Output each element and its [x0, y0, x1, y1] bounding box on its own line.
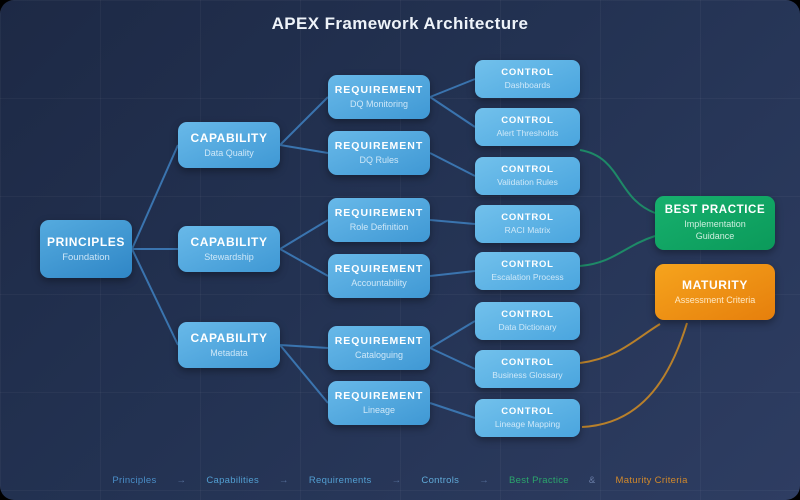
legend-item-requirements: Requirements [308, 475, 372, 486]
control-sublabel: Dashboards [504, 80, 551, 91]
edge-principles-data-quality [131, 144, 179, 250]
requirement-label: REQUIREMENT [334, 206, 424, 219]
legend-item-maturity-criteria: Maturity Criteria [615, 475, 688, 486]
edge-stewardship-accountability [279, 248, 329, 277]
node-control-data-dictionary[interactable]: CONTROL Data Dictionary [475, 302, 580, 340]
node-requirement-role-definition[interactable]: REQUIREMENT Role Definition [328, 198, 430, 242]
node-requirement-accountability[interactable]: REQUIREMENT Accountability [328, 254, 430, 298]
node-requirement-cataloguing[interactable]: REQUIREMENT Cataloguing [328, 326, 430, 370]
node-principles[interactable]: PRINCIPLES Foundation [40, 220, 132, 278]
legend-arrow-icon: → [279, 475, 289, 486]
capability-label: CAPABILITY [190, 330, 268, 345]
requirement-label: REQUIREMENT [334, 83, 424, 96]
capability-sublabel: Stewardship [204, 251, 254, 262]
node-control-dashboards[interactable]: CONTROL Dashboards [475, 60, 580, 98]
control-sublabel: Validation Rules [497, 177, 558, 188]
node-principles-sublabel: Foundation [62, 251, 110, 263]
control-label: CONTROL [501, 309, 554, 321]
node-control-validation-rules[interactable]: CONTROL Validation Rules [475, 157, 580, 195]
legend-item-principles: Principles [112, 475, 157, 486]
edge-lineage-mapping-maturity [581, 322, 688, 428]
edge-data-quality-dq-rules [279, 144, 329, 154]
edge-cataloguing-business-glossary [429, 347, 476, 370]
node-capability-metadata[interactable]: CAPABILITY Metadata [178, 322, 280, 368]
requirement-label: REQUIREMENT [334, 389, 424, 402]
control-sublabel: Data Dictionary [498, 322, 557, 333]
legend: Principles → Capabilities → Requirements… [0, 475, 800, 486]
control-label: CONTROL [501, 406, 554, 418]
control-label: CONTROL [501, 259, 554, 271]
node-principles-label: PRINCIPLES [46, 234, 125, 249]
control-label: CONTROL [501, 67, 554, 79]
node-capability-data-quality[interactable]: CAPABILITY Data Quality [178, 122, 280, 168]
edge-principles-metadata [131, 248, 179, 346]
requirement-sublabel: DQ Rules [359, 154, 399, 165]
control-sublabel: Alert Thresholds [496, 128, 559, 139]
node-maturity[interactable]: MATURITY Assessment Criteria [655, 264, 775, 320]
node-control-lineage-mapping[interactable]: CONTROL Lineage Mapping [475, 399, 580, 437]
requirement-sublabel: Accountability [351, 277, 407, 288]
requirement-sublabel: Role Definition [349, 221, 409, 232]
requirement-sublabel: DQ Monitoring [349, 98, 409, 109]
edge-escalation-process-best-practice [579, 235, 656, 267]
edge-dq-monitoring-alert-thresholds [429, 96, 476, 128]
requirement-label: REQUIREMENT [334, 139, 424, 152]
legend-ampersand: & [588, 475, 596, 486]
edge-lineage-lineage-mapping [429, 402, 476, 419]
requirement-label: REQUIREMENT [334, 334, 424, 347]
legend-item-controls: Controls [421, 475, 460, 486]
node-requirement-lineage[interactable]: REQUIREMENT Lineage [328, 381, 430, 425]
node-capability-stewardship[interactable]: CAPABILITY Stewardship [178, 226, 280, 272]
node-best-practice[interactable]: BEST PRACTICE Implementation Guidance [655, 196, 775, 250]
node-requirement-dq-rules[interactable]: REQUIREMENT DQ Rules [328, 131, 430, 175]
edge-business-glossary-maturity [579, 323, 661, 364]
capability-label: CAPABILITY [190, 130, 268, 145]
control-label: CONTROL [501, 212, 554, 224]
capability-sublabel: Metadata [210, 347, 248, 358]
legend-item-best-practice: Best Practice [509, 475, 569, 486]
control-label: CONTROL [501, 115, 554, 127]
legend-arrow-icon: → [176, 475, 187, 486]
requirement-sublabel: Cataloguing [354, 349, 404, 360]
node-control-alert-thresholds[interactable]: CONTROL Alert Thresholds [475, 108, 580, 146]
control-sublabel: Business Glossary [492, 370, 563, 381]
control-sublabel: Escalation Process [491, 272, 564, 283]
requirement-label: REQUIREMENT [334, 262, 424, 275]
control-label: CONTROL [501, 164, 554, 176]
edge-stewardship-role-definition [279, 219, 329, 250]
edge-metadata-cataloguing [279, 344, 329, 349]
edge-dq-monitoring-dashboards [429, 78, 476, 98]
node-control-escalation-process[interactable]: CONTROL Escalation Process [475, 252, 580, 290]
control-label: CONTROL [501, 357, 554, 369]
capability-sublabel: Data Quality [204, 147, 254, 158]
edge-data-quality-dq-monitoring [279, 96, 329, 146]
edge-role-definition-raci-matrix [429, 219, 476, 225]
edge-dq-rules-validation-rules [429, 152, 476, 177]
maturity-sublabel: Assessment Criteria [674, 294, 756, 305]
legend-item-capabilities: Capabilities [206, 475, 260, 486]
edge-metadata-lineage [279, 344, 329, 404]
capability-label: CAPABILITY [190, 234, 268, 249]
requirement-sublabel: Lineage [362, 404, 396, 415]
best-practice-sublabel: Implementation Guidance [684, 219, 746, 241]
maturity-label: MATURITY [682, 277, 748, 292]
control-sublabel: RACI Matrix [504, 225, 551, 236]
edge-accountability-escalation-process [429, 270, 476, 277]
control-sublabel: Lineage Mapping [494, 419, 561, 430]
edge-validation-rules-best-practice [579, 149, 656, 214]
node-requirement-dq-monitoring[interactable]: REQUIREMENT DQ Monitoring [328, 75, 430, 119]
best-practice-label: BEST PRACTICE [664, 204, 766, 217]
node-control-raci-matrix[interactable]: CONTROL RACI Matrix [475, 205, 580, 243]
page-title: APEX Framework Architecture [271, 14, 529, 33]
legend-arrow-icon: → [479, 475, 490, 486]
edge-cataloguing-data-dictionary [429, 320, 476, 349]
legend-arrow-icon: → [391, 475, 402, 486]
node-control-business-glossary[interactable]: CONTROL Business Glossary [475, 350, 580, 388]
